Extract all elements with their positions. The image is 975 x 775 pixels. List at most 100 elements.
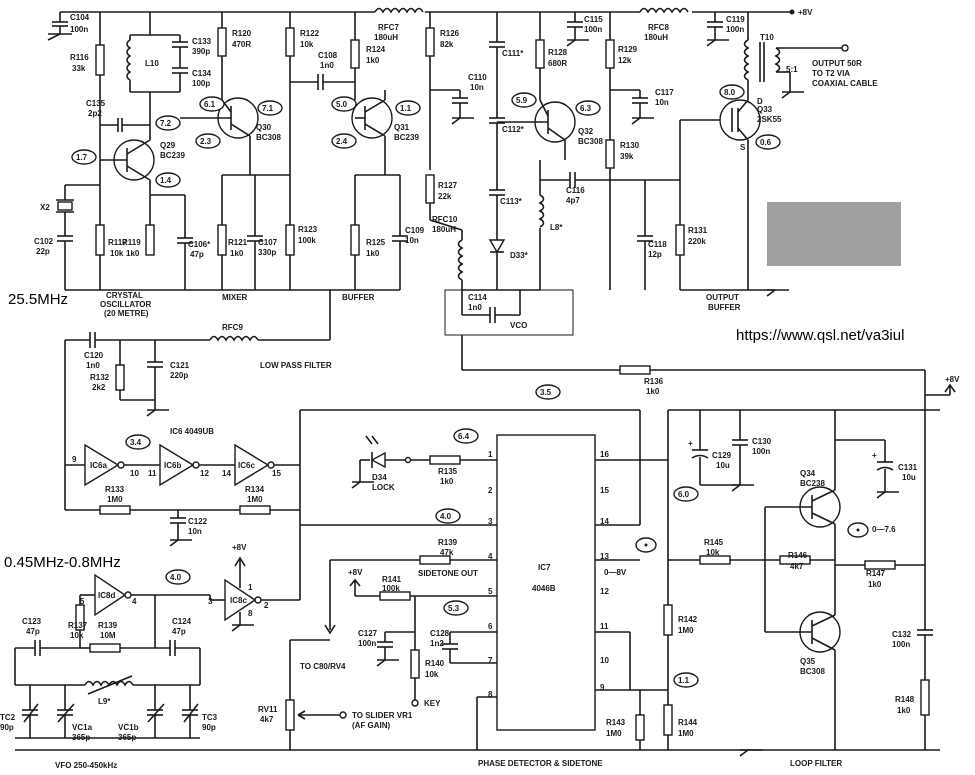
svg-text:10k: 10k bbox=[70, 631, 84, 640]
svg-text:2: 2 bbox=[488, 486, 493, 495]
svg-text:R122: R122 bbox=[300, 29, 320, 38]
lowpass-label: LOW PASS FILTER bbox=[260, 361, 332, 370]
svg-text:C129: C129 bbox=[712, 451, 732, 460]
svg-text:1k0: 1k0 bbox=[366, 56, 380, 65]
svg-text:1k0: 1k0 bbox=[126, 249, 140, 258]
svg-text:C128: C128 bbox=[430, 629, 450, 638]
svg-text:C134: C134 bbox=[192, 69, 212, 78]
svg-text:10n: 10n bbox=[470, 83, 484, 92]
svg-text:C108: C108 bbox=[318, 51, 338, 60]
svg-text:C135: C135 bbox=[86, 99, 106, 108]
svg-text:+: + bbox=[872, 451, 877, 460]
svg-text:Q29: Q29 bbox=[160, 141, 176, 150]
svg-text:2p2: 2p2 bbox=[88, 109, 102, 118]
svg-text:BC239: BC239 bbox=[160, 151, 185, 160]
svg-text:C104: C104 bbox=[70, 13, 90, 22]
svg-text:BC308: BC308 bbox=[800, 667, 825, 676]
svg-text:12p: 12p bbox=[648, 250, 662, 259]
ic6-title: IC6 4049UB bbox=[170, 427, 214, 436]
svg-text:Q33: Q33 bbox=[757, 105, 773, 114]
svg-text:VC1a: VC1a bbox=[72, 723, 93, 732]
svg-text:VC1b: VC1b bbox=[118, 723, 139, 732]
svg-text:Q31: Q31 bbox=[394, 123, 410, 132]
svg-text:5.9: 5.9 bbox=[516, 96, 528, 105]
svg-text:C124: C124 bbox=[172, 617, 192, 626]
voltage-range-label: 0—7.6 bbox=[872, 525, 896, 534]
svg-text:4.0: 4.0 bbox=[170, 573, 182, 582]
freq-crystal-label: 25.5MHz bbox=[8, 291, 68, 308]
supply-top-label: +8V bbox=[798, 8, 813, 17]
svg-text:T10: T10 bbox=[760, 33, 774, 42]
lock-indicator: R135 1k0 D34 LOCK bbox=[351, 435, 477, 492]
zero-8v-label: 0—8V bbox=[604, 568, 627, 577]
key-label: KEY bbox=[424, 699, 441, 708]
svg-text:100n: 100n bbox=[726, 25, 744, 34]
svg-text:680R: 680R bbox=[548, 59, 567, 68]
svg-text:220k: 220k bbox=[688, 237, 706, 246]
svg-text:11: 11 bbox=[148, 469, 157, 478]
svg-text:R125: R125 bbox=[366, 238, 386, 247]
svg-text:13: 13 bbox=[600, 552, 609, 561]
svg-text:C110: C110 bbox=[468, 73, 487, 82]
svg-text:14: 14 bbox=[600, 517, 609, 526]
svg-text:10: 10 bbox=[130, 469, 139, 478]
svg-text:C130: C130 bbox=[752, 437, 772, 446]
svg-text:S: S bbox=[740, 143, 746, 152]
svg-text:22p: 22p bbox=[36, 247, 50, 256]
svg-text:R132: R132 bbox=[90, 373, 110, 382]
svg-text:100k: 100k bbox=[298, 236, 316, 245]
svg-text:11: 11 bbox=[600, 622, 609, 631]
svg-text:8: 8 bbox=[248, 609, 253, 618]
svg-text:LOCK: LOCK bbox=[372, 483, 395, 492]
ic7: IC7 4046B 1 2 3 4 5 6 7 8 16 15 14 13 12… bbox=[15, 434, 940, 768]
svg-text:4046B: 4046B bbox=[532, 584, 556, 593]
r136: R136 1k0 +8V bbox=[461, 335, 960, 411]
svg-text:100k: 100k bbox=[382, 584, 400, 593]
supply-right-label: +8V bbox=[945, 375, 960, 384]
svg-text:1M0: 1M0 bbox=[606, 729, 622, 738]
svg-text:R148: R148 bbox=[895, 695, 915, 704]
svg-text:RFC7: RFC7 bbox=[378, 23, 399, 32]
low-pass-filter: C120 1n0 RFC9 LOW PASS FILTER R132 2k2 C… bbox=[65, 290, 332, 417]
svg-text:10u: 10u bbox=[902, 473, 916, 482]
crystal-oscillator: R116 33k L10 C133 390p C134 100p C135 2p… bbox=[34, 12, 235, 318]
svg-text:47p: 47p bbox=[26, 627, 40, 636]
svg-text:5:1: 5:1 bbox=[786, 65, 798, 74]
buffer-label: BUFFER bbox=[342, 293, 375, 302]
svg-text:R126: R126 bbox=[440, 29, 460, 38]
svg-text:C109: C109 bbox=[405, 226, 425, 235]
svg-text:C115: C115 bbox=[584, 15, 603, 24]
svg-text:X2: X2 bbox=[40, 203, 50, 212]
svg-text:3: 3 bbox=[488, 517, 493, 526]
svg-text:BC239: BC239 bbox=[394, 133, 419, 142]
svg-text:6.3: 6.3 bbox=[580, 104, 592, 113]
svg-text:100n: 100n bbox=[584, 25, 602, 34]
svg-text:BUFFER: BUFFER bbox=[708, 303, 741, 312]
svg-text:8.0: 8.0 bbox=[724, 88, 736, 97]
vfo: IC8d 5 4 R137 10k IC8c 3 2 1 8 +8V C123 … bbox=[0, 525, 301, 770]
svg-text:5.0: 5.0 bbox=[336, 100, 348, 109]
svg-text:R131: R131 bbox=[688, 226, 708, 235]
gray-block bbox=[767, 202, 901, 266]
svg-text:9: 9 bbox=[600, 683, 605, 692]
svg-text:330p: 330p bbox=[258, 248, 276, 257]
svg-text:C131: C131 bbox=[898, 463, 918, 472]
svg-text:C114: C114 bbox=[468, 293, 487, 302]
svg-text:CRYSTAL: CRYSTAL bbox=[106, 291, 143, 300]
svg-text:1M0: 1M0 bbox=[247, 495, 263, 504]
svg-text:TC2: TC2 bbox=[0, 713, 16, 722]
svg-text:OSCILLATOR: OSCILLATOR bbox=[100, 300, 151, 309]
svg-text:C117: C117 bbox=[655, 88, 674, 97]
svg-text:4: 4 bbox=[132, 597, 137, 606]
svg-text:C122: C122 bbox=[188, 517, 208, 526]
svg-text:100n: 100n bbox=[70, 25, 88, 34]
loop-label: LOOP FILTER bbox=[790, 759, 842, 768]
svg-text:L8*: L8* bbox=[550, 223, 563, 232]
svg-text:15: 15 bbox=[272, 469, 281, 478]
svg-text:10k: 10k bbox=[425, 670, 439, 679]
svg-text:Q34: Q34 bbox=[800, 469, 816, 478]
svg-text:R139: R139 bbox=[438, 538, 458, 547]
svg-text:1.1: 1.1 bbox=[400, 104, 412, 113]
svg-text:Q30: Q30 bbox=[256, 123, 272, 132]
